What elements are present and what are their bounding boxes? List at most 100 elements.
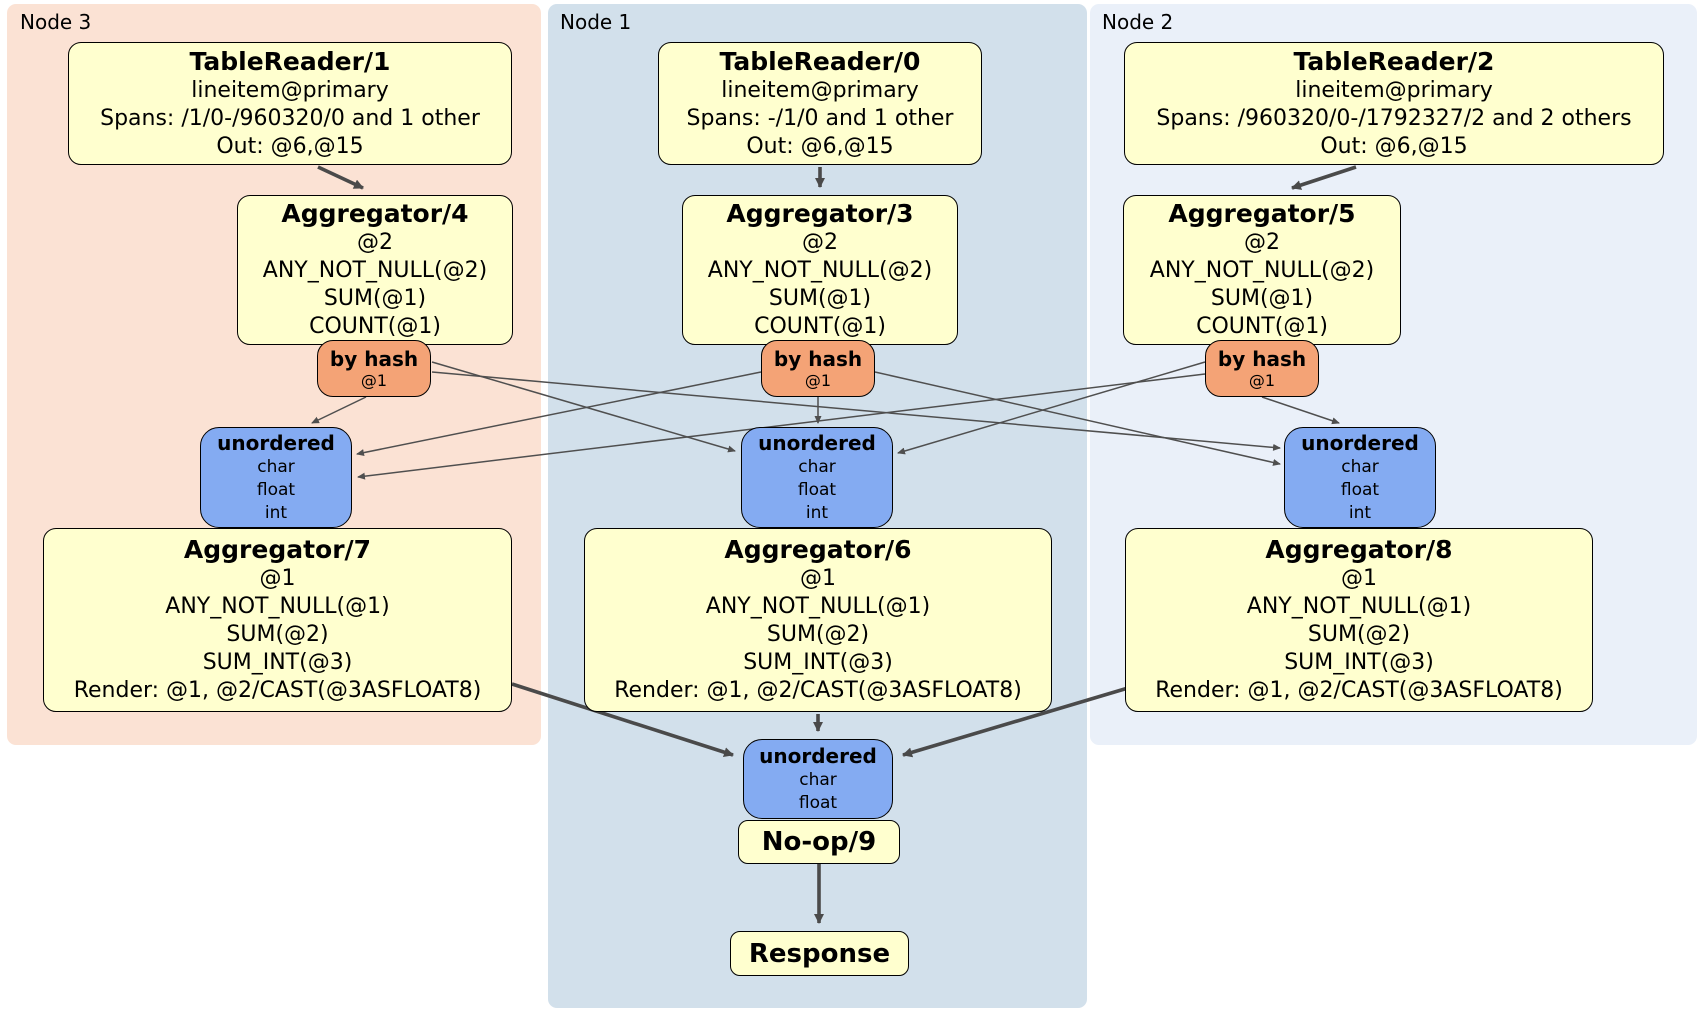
- node3-region-label: Node 3: [20, 10, 92, 34]
- edge-agg8-finalsync: [902, 686, 1129, 758]
- response-box: Response: [730, 931, 909, 976]
- sync-row: float: [798, 792, 838, 813]
- edge-hash1-sync3: [356, 371, 762, 457]
- sync-row: float: [256, 479, 296, 500]
- box-row: ANY_NOT_NULL(@2): [707, 258, 933, 283]
- edge-hash2-sync2: [1261, 396, 1340, 425]
- box-row: lineitem@primary: [191, 77, 389, 103]
- box-row: SUM_INT(@3): [1284, 650, 1434, 675]
- aggregator-5-box: Aggregator/5 @2 ANY_NOT_NULL(@2) SUM(@1)…: [1123, 195, 1401, 345]
- edge-agg7-finalsync: [511, 682, 734, 758]
- router-title: by hash: [329, 347, 419, 371]
- unordered-final-sync: unordered char float: [743, 739, 893, 819]
- box-row: ANY_NOT_NULL(@2): [1149, 258, 1375, 283]
- box-row: Render: @1, @2/CAST(@3ASFLOAT8): [614, 678, 1022, 703]
- table-reader-1-box: TableReader/1 lineitem@primary Spans: /1…: [68, 42, 512, 165]
- box-row: ANY_NOT_NULL(@1): [1246, 594, 1472, 619]
- box-row: @2: [1244, 230, 1280, 255]
- box-row: Out: @6,@15: [746, 133, 894, 159]
- box-row: COUNT(@1): [1196, 314, 1328, 339]
- box-row: @2: [802, 230, 838, 255]
- sync-title: unordered: [1301, 430, 1419, 455]
- box-row: SUM_INT(@3): [202, 650, 353, 675]
- box-title: TableReader/2: [1293, 46, 1495, 76]
- box-row: SUM(@2): [766, 622, 870, 647]
- edge-tr2-agg5: [1291, 165, 1357, 190]
- router-key: @1: [360, 371, 388, 390]
- box-row: SUM(@1): [323, 286, 427, 311]
- box-row: Out: @6,@15: [1320, 133, 1468, 159]
- table-reader-2-box: TableReader/2 lineitem@primary Spans: /9…: [1124, 42, 1664, 165]
- box-title: No-op/9: [761, 827, 877, 857]
- edge-hash3-sync3: [311, 396, 367, 424]
- sync-row: char: [799, 769, 837, 790]
- box-title: Response: [748, 938, 891, 969]
- unordered-sync-node3: unordered char float int: [200, 427, 352, 528]
- router-key: @1: [804, 371, 832, 390]
- box-title: TableReader/1: [189, 46, 391, 76]
- aggregator-8-box: Aggregator/8 @1 ANY_NOT_NULL(@1) SUM(@2)…: [1125, 528, 1593, 712]
- box-row: ANY_NOT_NULL(@1): [705, 594, 931, 619]
- edge-tr1-agg4: [317, 165, 364, 190]
- box-row: Render: @1, @2/CAST(@3ASFLOAT8): [1155, 678, 1563, 703]
- aggregator-6-box: Aggregator/6 @1 ANY_NOT_NULL(@1) SUM(@2)…: [584, 528, 1052, 712]
- aggregator-3-box: Aggregator/3 @2 ANY_NOT_NULL(@2) SUM(@1)…: [682, 195, 958, 345]
- unordered-sync-node1: unordered char float int: [741, 427, 893, 528]
- box-row: lineitem@primary: [721, 77, 919, 103]
- unordered-sync-node2: unordered char float int: [1284, 427, 1436, 528]
- sync-row: float: [1340, 479, 1380, 500]
- sync-row: float: [797, 479, 837, 500]
- box-row: @2: [357, 230, 393, 255]
- by-hash-router-node3: by hash @1: [317, 340, 431, 397]
- edge-hash1-sync2: [874, 371, 1281, 466]
- aggregator-7-box: Aggregator/7 @1 ANY_NOT_NULL(@1) SUM(@2)…: [43, 528, 512, 712]
- router-key: @1: [1248, 371, 1276, 390]
- box-row: SUM(@2): [226, 622, 329, 647]
- box-row: SUM_INT(@3): [743, 650, 893, 675]
- box-row: ANY_NOT_NULL(@1): [165, 594, 390, 619]
- box-row: @1: [1341, 566, 1377, 591]
- box-row: Spans: -/1/0 and 1 other: [686, 105, 954, 131]
- box-row: Out: @6,@15: [216, 133, 364, 159]
- noop-9-box: No-op/9: [738, 820, 900, 864]
- sync-row: int: [264, 502, 288, 523]
- table-reader-0-box: TableReader/0 lineitem@primary Spans: -/…: [658, 42, 982, 165]
- sync-title: unordered: [759, 743, 877, 768]
- edge-hash2-sync1: [897, 361, 1206, 455]
- box-row: SUM(@1): [768, 286, 872, 311]
- box-title: Aggregator/7: [183, 535, 372, 564]
- box-row: SUM(@1): [1210, 286, 1314, 311]
- sync-title: unordered: [217, 430, 335, 455]
- box-row: @1: [259, 566, 296, 591]
- sync-row: char: [257, 456, 295, 477]
- box-title: Aggregator/8: [1265, 535, 1453, 564]
- router-title: by hash: [1217, 347, 1307, 371]
- box-title: Aggregator/6: [724, 535, 912, 564]
- edge-hash2-sync3: [357, 373, 1206, 480]
- by-hash-router-node1: by hash @1: [761, 340, 875, 397]
- box-title: TableReader/0: [719, 46, 921, 76]
- box-row: Render: @1, @2/CAST(@3ASFLOAT8): [73, 678, 482, 703]
- node1-region-label: Node 1: [560, 10, 632, 34]
- sync-title: unordered: [758, 430, 876, 455]
- sync-row: char: [798, 456, 836, 477]
- sync-row: int: [805, 502, 829, 523]
- aggregator-4-box: Aggregator/4 @2 ANY_NOT_NULL(@2) SUM(@1)…: [237, 195, 513, 345]
- box-row: ANY_NOT_NULL(@2): [262, 258, 488, 283]
- box-row: @1: [800, 566, 836, 591]
- box-row: COUNT(@1): [309, 314, 441, 339]
- node2-region-label: Node 2: [1102, 10, 1174, 34]
- sync-row: int: [1348, 502, 1372, 523]
- box-title: Aggregator/5: [1168, 199, 1356, 228]
- router-title: by hash: [773, 347, 863, 371]
- edge-hash3-sync2: [431, 371, 1281, 451]
- box-title: Aggregator/3: [726, 199, 914, 228]
- box-row: SUM(@2): [1307, 622, 1411, 647]
- box-row: Spans: /1/0-/960320/0 and 1 other: [100, 105, 480, 131]
- box-row: COUNT(@1): [754, 314, 886, 339]
- box-row: Spans: /960320/0-/1792327/2 and 2 others: [1156, 105, 1632, 131]
- by-hash-router-node2: by hash @1: [1205, 340, 1319, 397]
- sync-row: char: [1341, 456, 1379, 477]
